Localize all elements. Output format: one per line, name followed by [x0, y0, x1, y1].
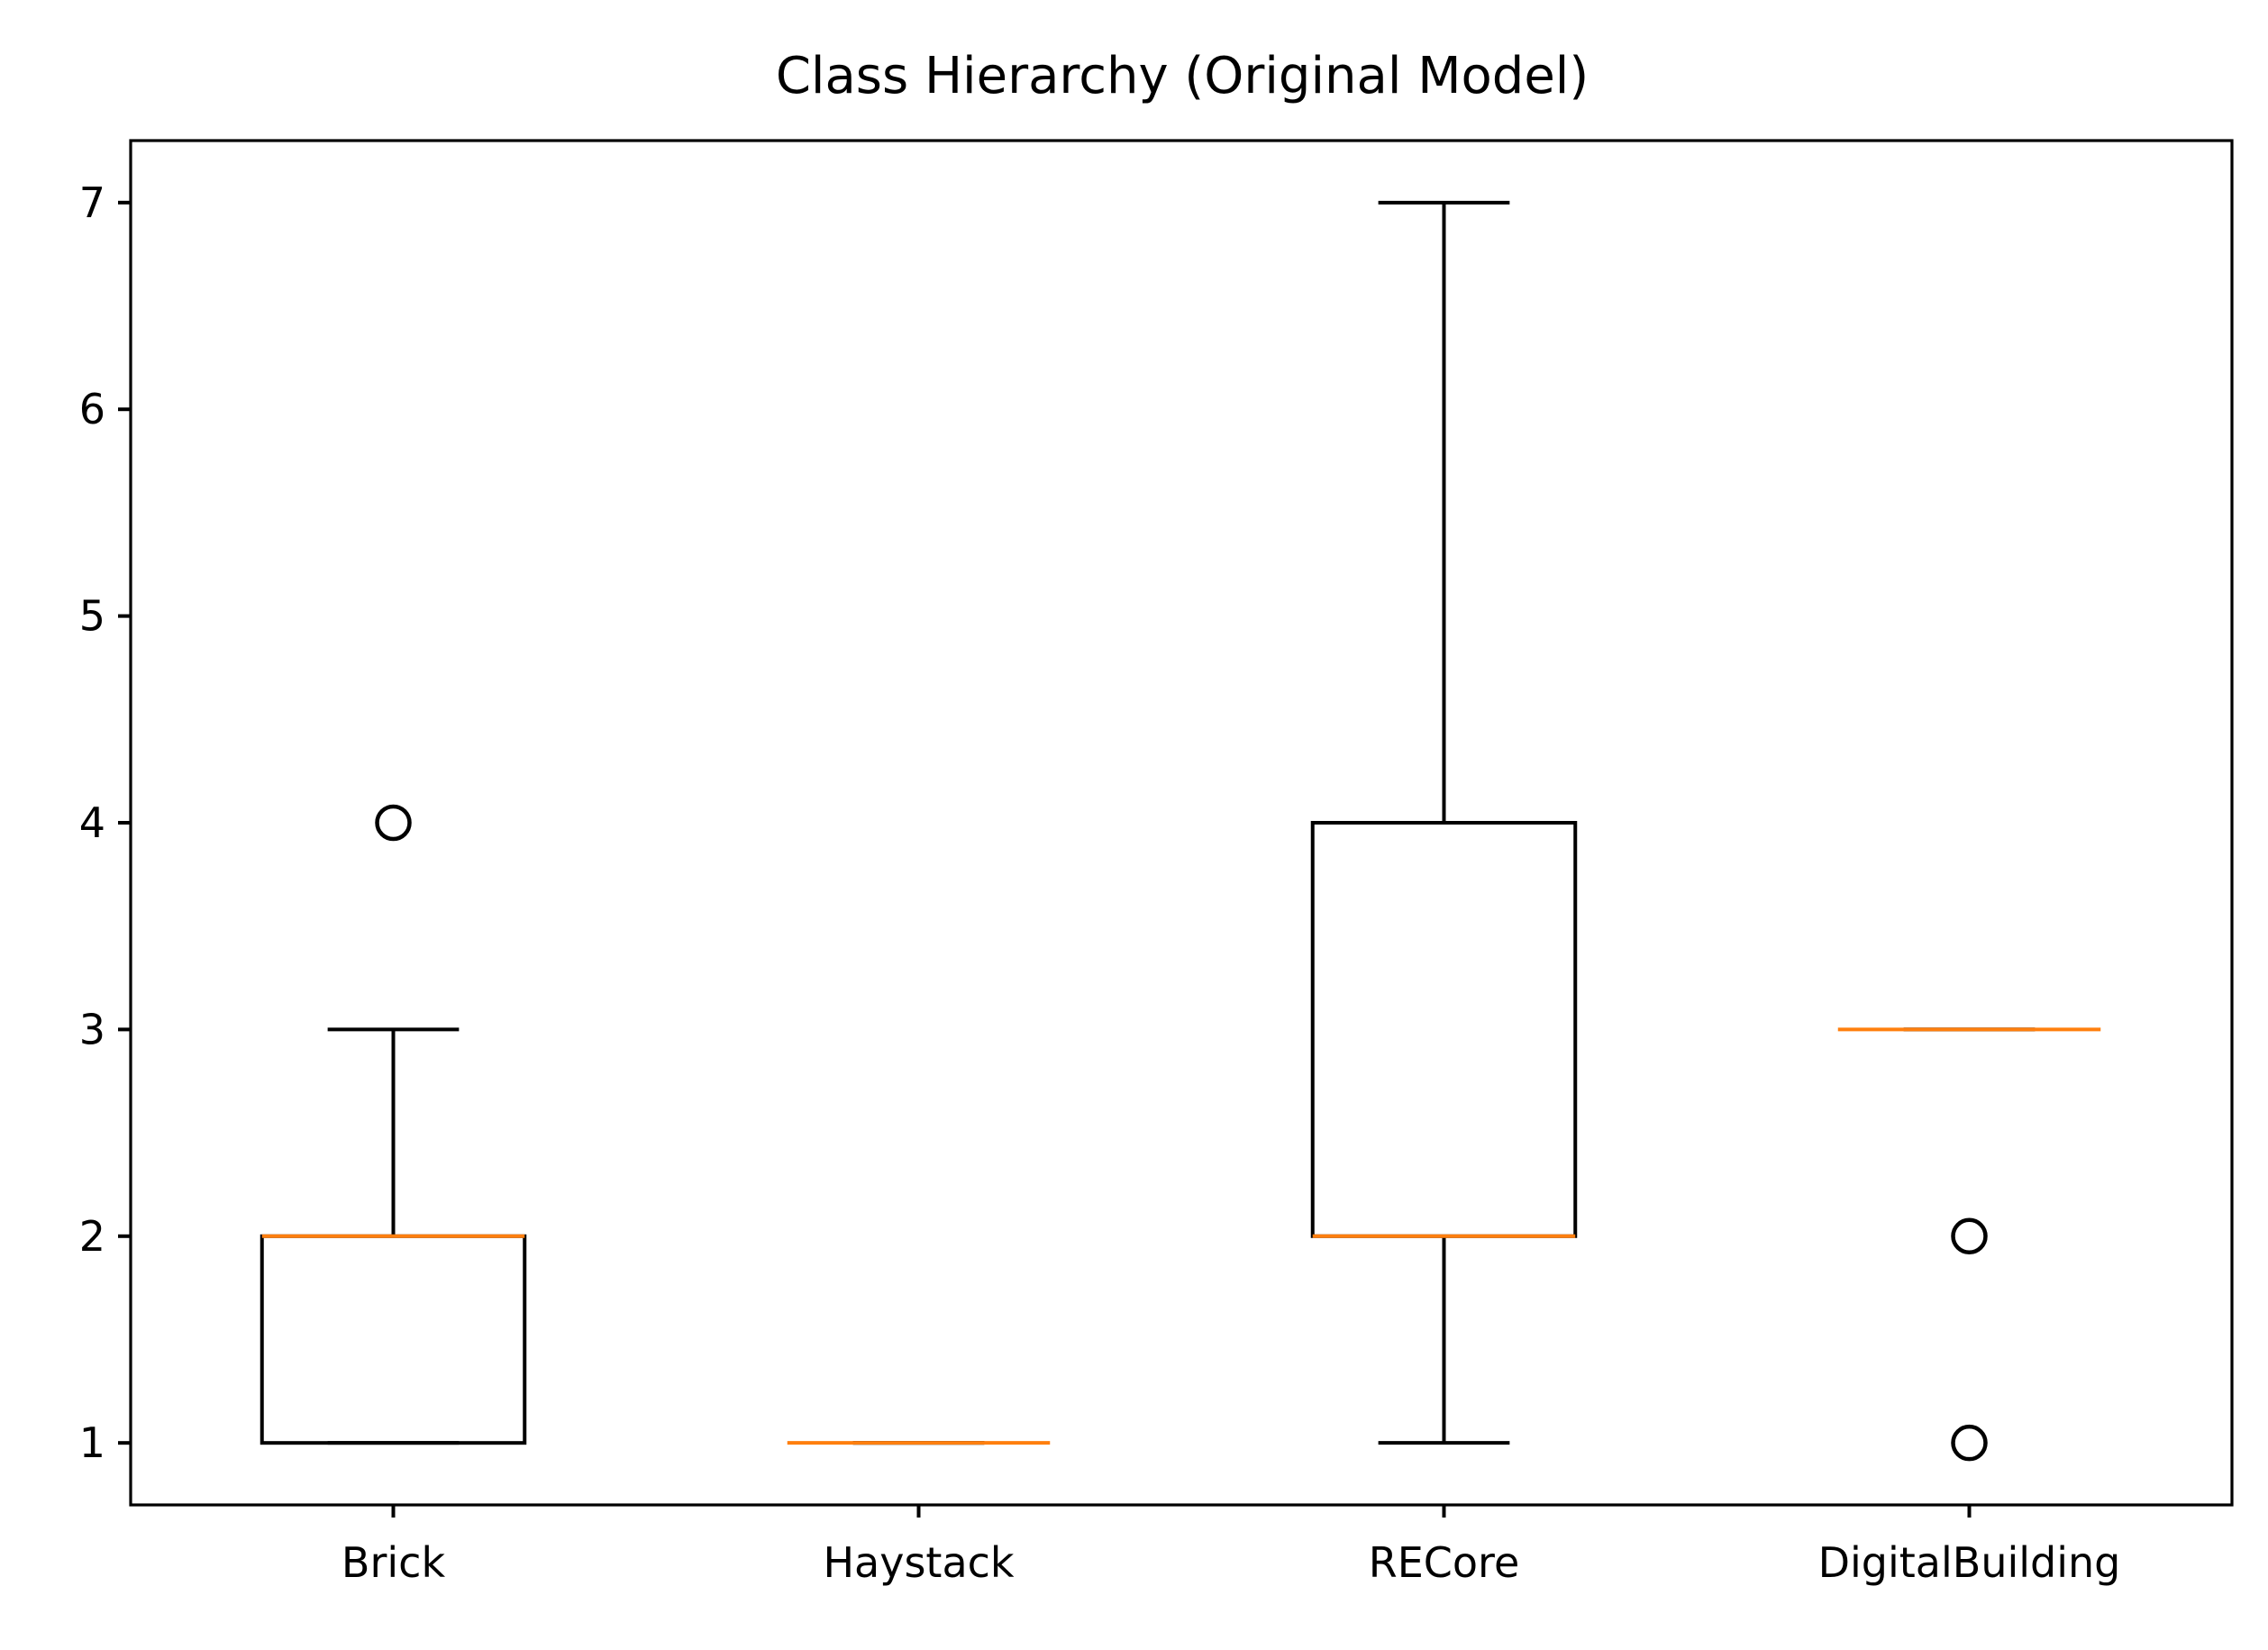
y-tick-label: 6: [79, 385, 105, 433]
y-tick-label: 5: [79, 592, 105, 641]
y-tick-label: 7: [79, 178, 105, 227]
x-tick-label: Haystack: [823, 1538, 1014, 1587]
outlier-point: [1951, 1424, 1988, 1462]
y-tick-label: 4: [79, 798, 105, 847]
plot-frame: [129, 139, 2234, 1507]
x-tick-label: Brick: [342, 1538, 446, 1587]
y-tick-label: 3: [79, 1005, 105, 1053]
outlier-point: [1951, 1217, 1988, 1255]
chart-title: Class Hierarchy (Original Model): [776, 47, 1589, 105]
y-tick-label: 1: [79, 1418, 105, 1467]
outlier-point: [375, 804, 412, 842]
x-tick-label: DigitalBuilding: [1818, 1538, 2121, 1587]
x-tick-label: RECore: [1369, 1538, 1520, 1587]
y-tick-label: 2: [79, 1212, 105, 1261]
